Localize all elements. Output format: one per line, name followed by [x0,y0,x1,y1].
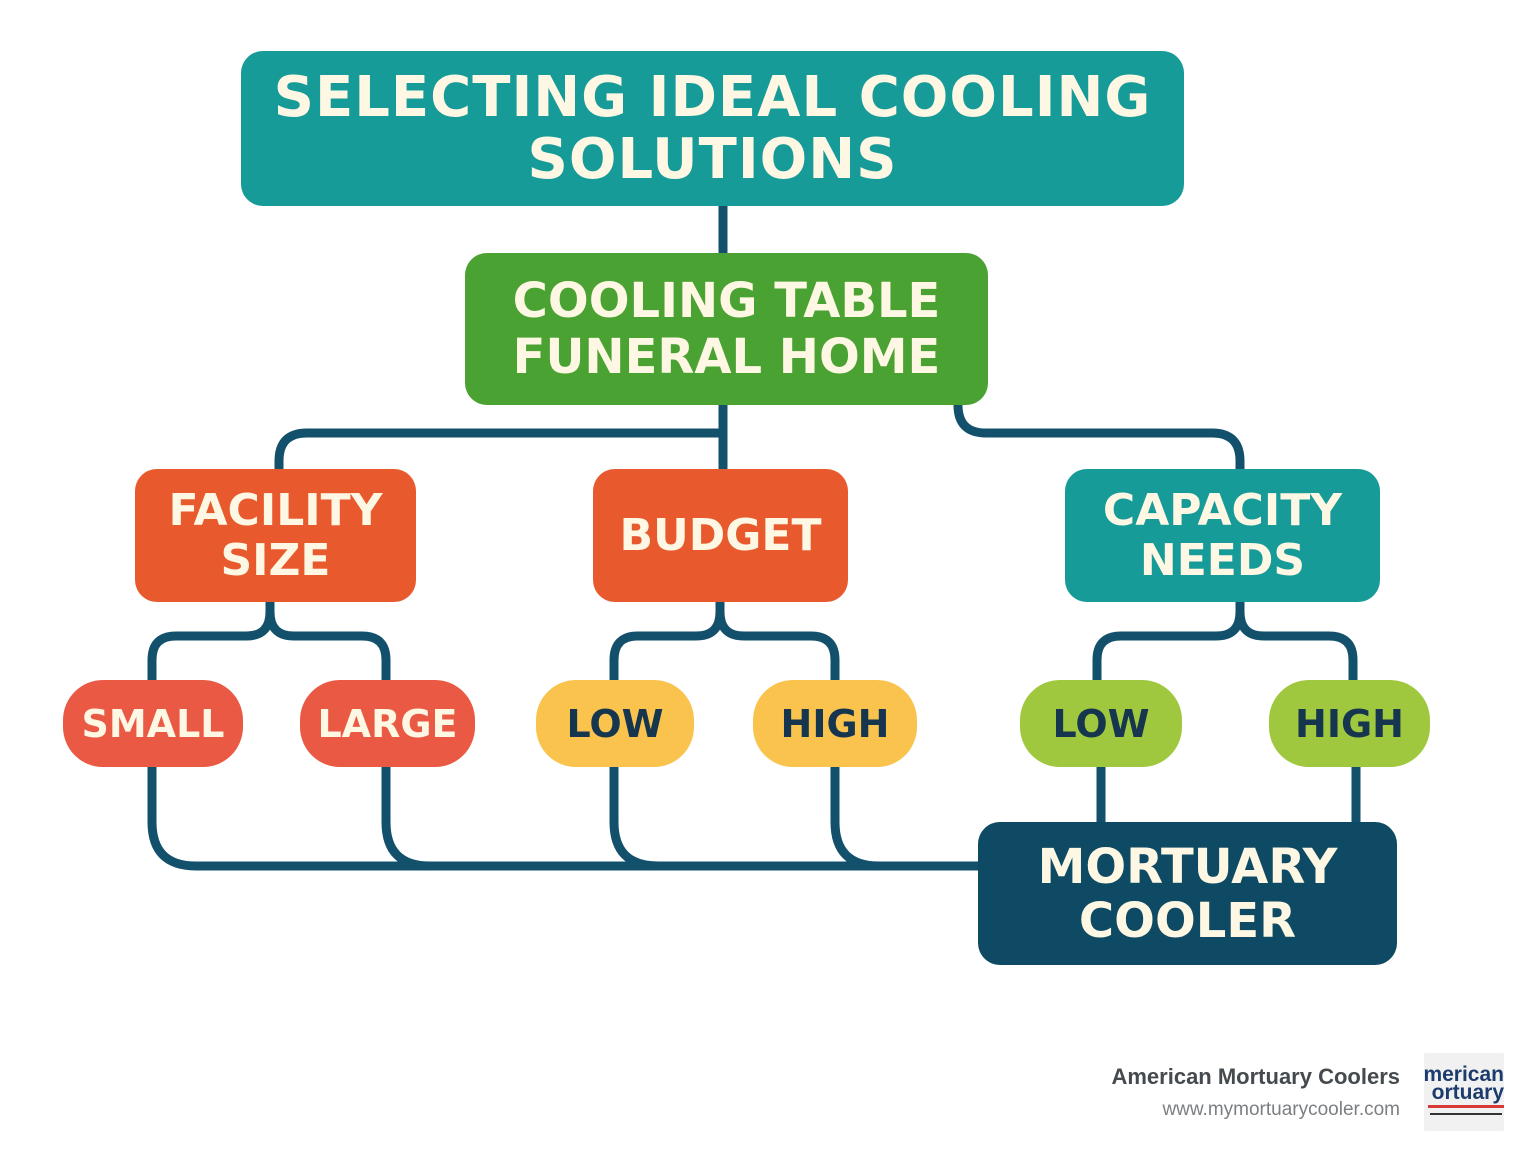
option-capacity-high: High [1269,680,1430,767]
company-logo: merican ortuary [1424,1053,1504,1131]
budget-node: Budget [593,469,848,602]
connector-subtitle-to-facility [274,400,728,474]
capacity-needs-node: Capacity Needs [1065,469,1380,602]
diagram-title-line-1: Selecting Ideal Cooling [273,64,1152,130]
connector-high-budget-to-cooler [830,762,884,871]
cooling-table-line-2: Funeral Home [512,329,941,385]
option-facility-small: Small [63,680,243,767]
connector-large-to-cooler [381,762,435,871]
connector-facility-to-options [147,597,391,685]
logo-text-2: ortuary [1431,1081,1504,1104]
mortuary-cooler-line-1: Mortuary [1037,838,1338,895]
cooling-table-line-1: Cooling Table [512,273,941,329]
facility-size-node: Facility Size [135,469,416,602]
facility-size-line-2: Size [220,534,331,586]
company-name: American Mortuary Coolers [1111,1064,1400,1089]
facility-size-line-1: Facility [168,484,383,536]
cooling-table-node: Cooling Table Funeral Home [465,253,988,405]
mortuary-cooler-node: Mortuary Cooler [978,822,1397,965]
option-capacity-low: Low [1020,680,1182,767]
mortuary-cooler-line-2: Cooler [1078,892,1297,949]
connector-subtitle-to-capacity [953,400,1245,474]
capacity-needs-line-2: Needs [1139,534,1306,586]
connector-small-to-cooler [147,762,983,871]
diagram-title-line-2: Solutions [527,126,898,192]
logo-accent-bar [1428,1105,1504,1108]
option-facility-large: Large [300,680,475,767]
connector-low-budget-to-cooler [609,762,663,871]
connector-budget-to-options [609,597,840,685]
company-url: www.mymortuarycooler.com [1162,1099,1400,1120]
option-budget-low: Low [536,680,694,767]
logo-text-1: merican [1424,1063,1504,1086]
capacity-needs-line-1: Capacity [1102,484,1343,536]
diagram-title: Selecting Ideal Cooling Solutions [241,51,1184,206]
logo-tagline-line [1430,1113,1502,1115]
budget-line-1: Budget [619,509,822,561]
option-budget-high: High [753,680,917,767]
connector-capacity-to-options [1092,597,1358,685]
